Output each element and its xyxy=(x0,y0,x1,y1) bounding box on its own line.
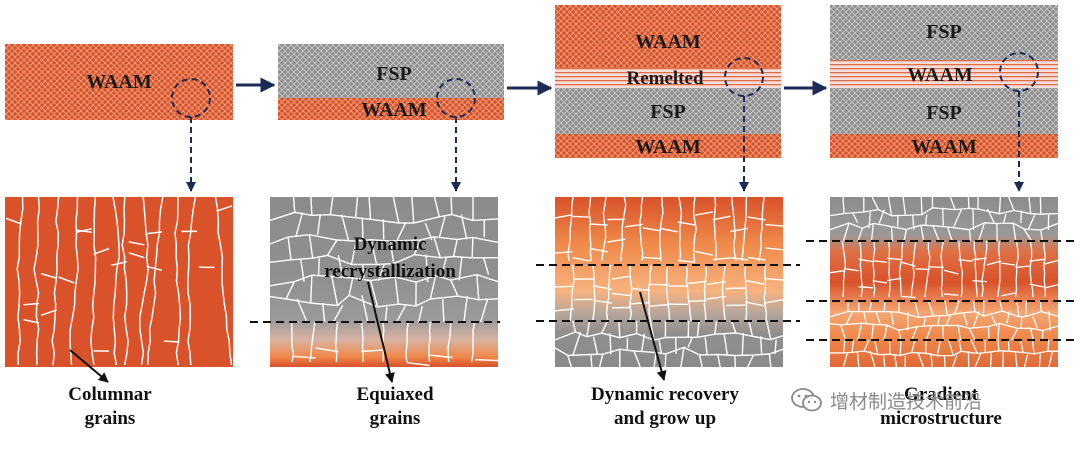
caption-3-line-1: Dynamic recovery xyxy=(591,384,739,405)
pointer-2 xyxy=(367,281,395,383)
caption-1-line-1: Columnar xyxy=(68,384,152,405)
panel-2-fsp-waam: FSP WAAM xyxy=(278,44,504,121)
caption-columnar: Columnar grains xyxy=(40,383,180,431)
panel3-waam-label: WAAM xyxy=(635,31,701,53)
panel3-fsp-label: FSP xyxy=(650,101,686,123)
recrystallization-annotation: Dynamic recrystallization xyxy=(324,234,456,282)
caption-recovery: Dynamic recovery and grow up xyxy=(560,383,770,431)
micro-panel-1-columnar xyxy=(5,196,233,367)
watermark-text: 增材制造技术前沿 xyxy=(830,392,983,413)
panel3-remelted-label: Remelted xyxy=(626,68,703,89)
caption-2-line-2: grains xyxy=(369,408,421,429)
panel3-waam-bottom-label: WAAM xyxy=(635,136,701,158)
boundary-lines xyxy=(250,240,1075,341)
micro-panel-2-equiaxed xyxy=(269,196,499,367)
pointer-3 xyxy=(639,291,667,381)
panel4-waam-bottom-label: WAAM xyxy=(911,136,977,158)
panel-4-layers: FSP WAAM FSP WAAM xyxy=(830,5,1058,158)
pointer-1 xyxy=(69,349,109,383)
caption-equiaxed: Equiaxed grains xyxy=(325,383,465,431)
caption-4-line-2: microstructure xyxy=(880,408,1002,429)
panel2-waam-label: WAAM xyxy=(361,99,427,121)
panel-1-waam: WAAM xyxy=(5,44,233,120)
panel1-waam-label: WAAM xyxy=(86,71,152,93)
caption-3-line-2: and grow up xyxy=(613,408,717,429)
caption-gradient: Gradient microstructure xyxy=(836,383,1046,431)
panel-3-remelted: WAAM Remelted FSP WAAM xyxy=(555,5,781,158)
zoom-circle-1 xyxy=(171,78,211,118)
zoom-circle-2 xyxy=(436,78,476,118)
micro-panel-3-recovery xyxy=(554,196,784,368)
caption-2-line-1: Equiaxed xyxy=(356,384,434,405)
panel4-fsp-top-label: FSP xyxy=(926,21,962,43)
zoom-circle-3 xyxy=(724,57,764,97)
zoom-circle-4 xyxy=(999,52,1039,92)
zoom-indicators xyxy=(171,52,1039,192)
micro-panel-4-gradient xyxy=(829,196,1059,368)
annotation-line-2: recrystallization xyxy=(324,261,456,282)
annotation-line-1: Dynamic xyxy=(354,234,427,255)
wechat-icon xyxy=(791,388,822,412)
panel4-waam-label: WAAM xyxy=(907,64,973,86)
process-arrows xyxy=(236,77,828,96)
pointer-arrows xyxy=(69,281,667,383)
caption-4-line-1: Gradient xyxy=(904,384,978,405)
caption-1-line-2: grains xyxy=(84,408,136,429)
panel4-fsp-label: FSP xyxy=(926,102,962,124)
panel2-fsp-label: FSP xyxy=(376,63,412,85)
